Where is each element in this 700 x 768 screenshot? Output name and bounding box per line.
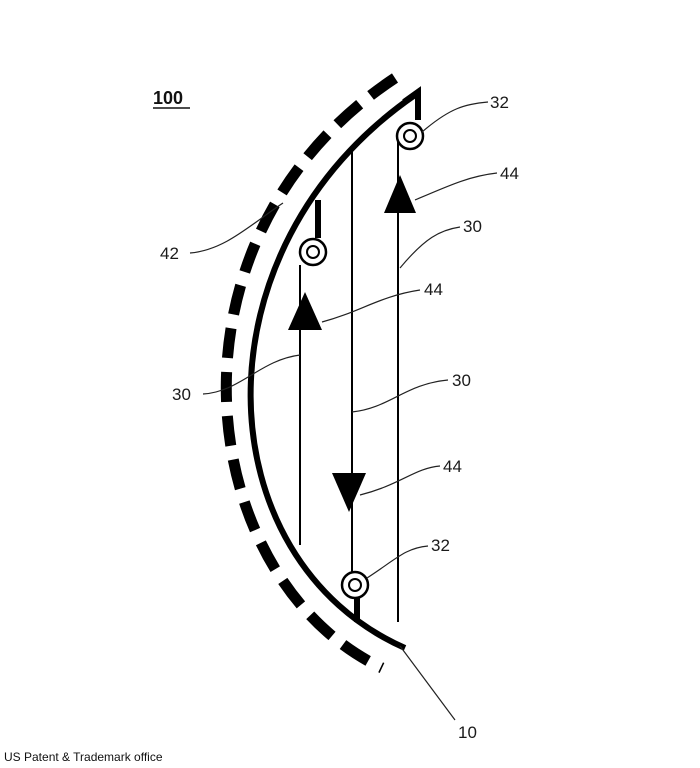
ref-44-top: 44 <box>500 164 519 183</box>
ref-30-right: 30 <box>463 217 482 236</box>
image-credit: US Patent & Trademark office <box>0 747 169 768</box>
leader-30-center <box>351 379 449 413</box>
ref-32-top: 32 <box>490 93 509 112</box>
arrow-up-left <box>288 292 322 330</box>
leader-32-top <box>421 101 489 133</box>
ref-10: 10 <box>458 723 477 742</box>
dashed-contour <box>220 73 399 673</box>
top-end-tab <box>402 86 421 120</box>
ref-44-low: 44 <box>443 457 462 476</box>
arrow-up-right <box>384 175 416 213</box>
leader-30-left <box>202 354 301 395</box>
leader-32-bottom <box>366 545 429 579</box>
leader-44-top <box>414 172 498 201</box>
ref-42: 42 <box>160 244 179 263</box>
ref-30-left: 30 <box>172 385 191 404</box>
node-top <box>395 121 425 151</box>
leader-10 <box>399 645 456 721</box>
leader-30-right <box>399 226 461 269</box>
leader-44-low <box>359 465 441 496</box>
leader-42 <box>189 202 284 254</box>
node-mid <box>298 237 328 267</box>
node-bottom <box>340 570 370 600</box>
figure-number: 100 <box>153 88 183 108</box>
ref-32-bottom: 32 <box>431 536 450 555</box>
arrow-down-center <box>332 473 366 512</box>
curved-body <box>247 92 417 651</box>
ref-44-mid: 44 <box>424 280 443 299</box>
ref-30-center: 30 <box>452 371 471 390</box>
leader-44-mid <box>321 289 421 323</box>
